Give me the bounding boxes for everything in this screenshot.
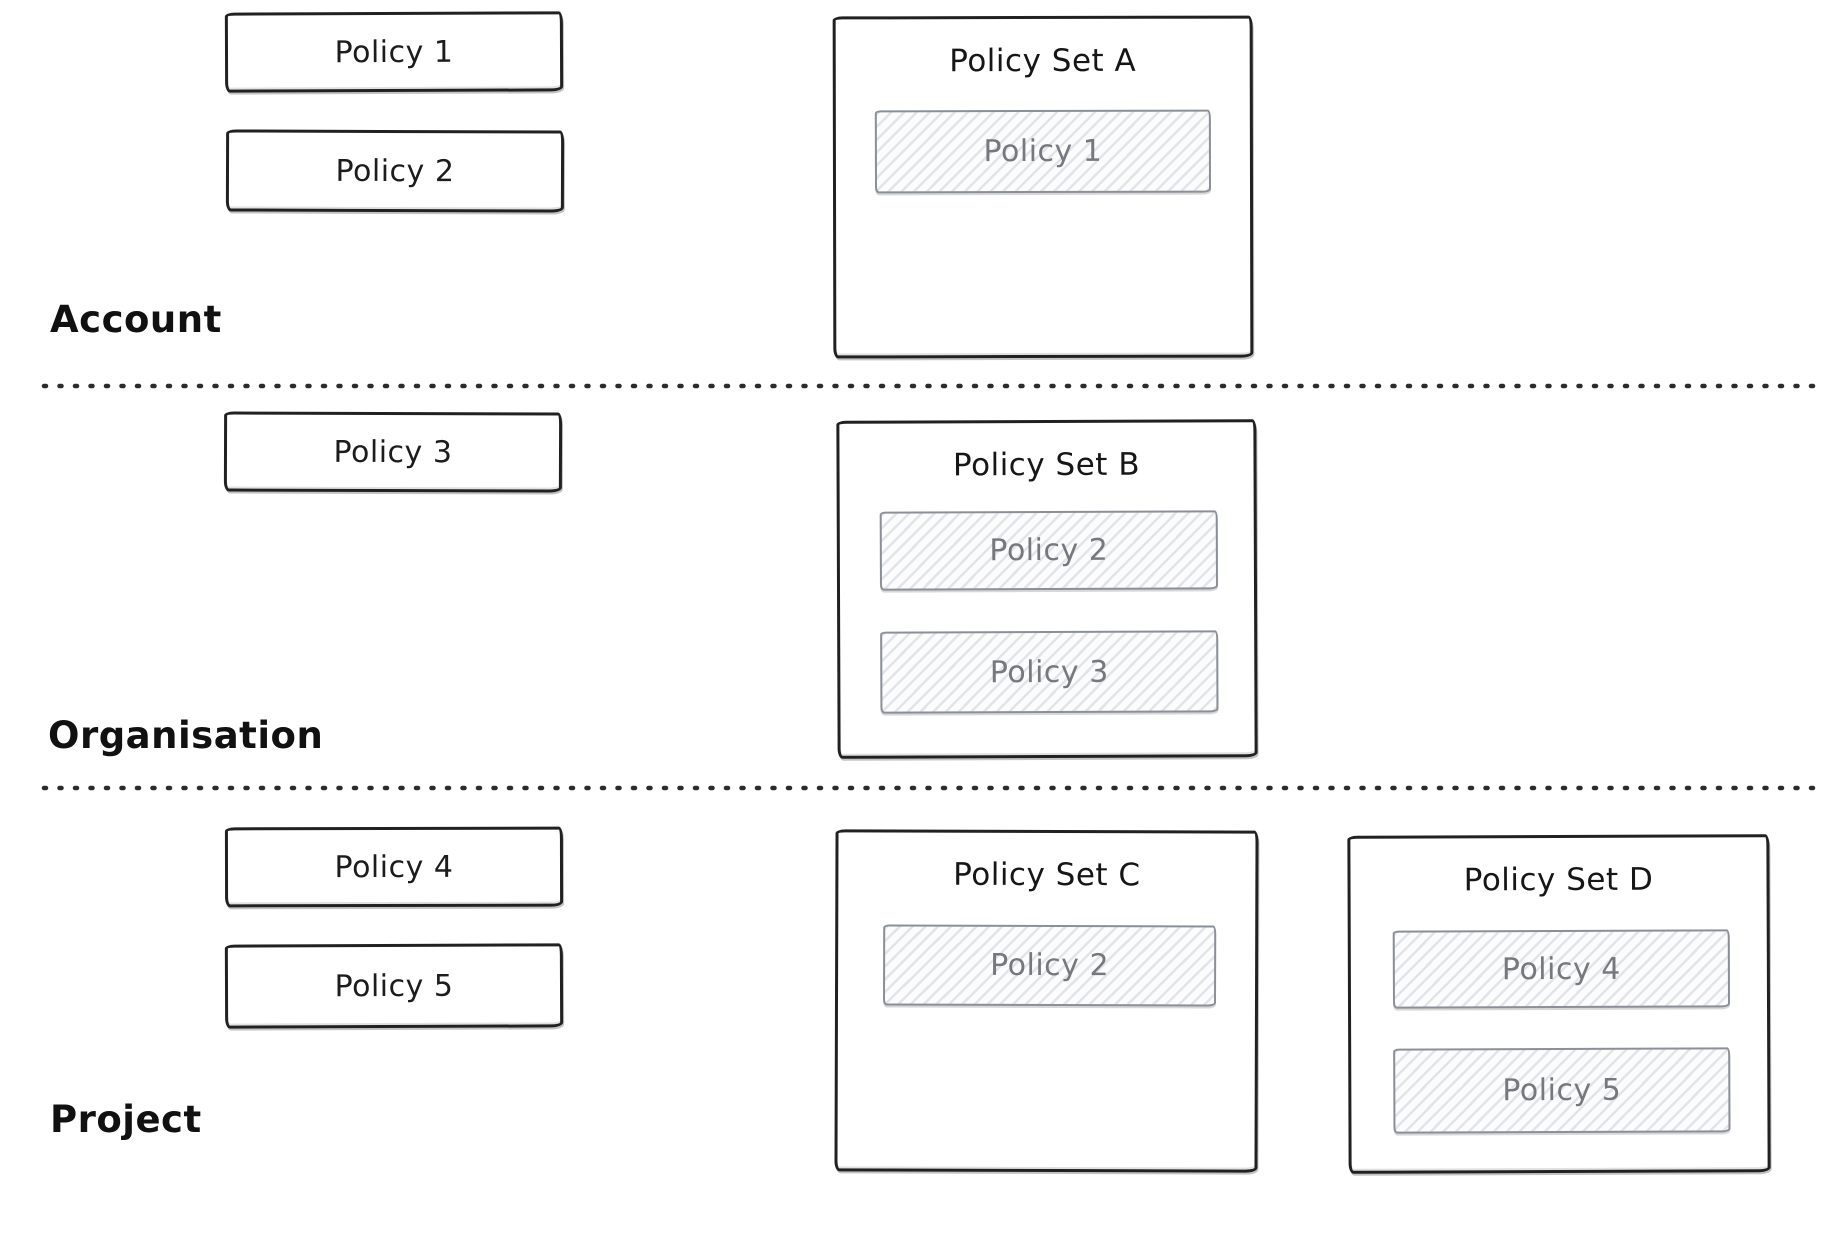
policy-set-member: Policy 2 xyxy=(879,510,1219,591)
policy-set-title: Policy Set A xyxy=(949,42,1137,80)
section-divider xyxy=(41,785,1826,791)
policy-set-title: Policy Set B xyxy=(952,446,1141,484)
policy-set-a: Policy Set A Policy 1 xyxy=(832,15,1254,359)
policy-set-c: Policy Set C Policy 2 xyxy=(834,829,1259,1173)
policy-set-member-label: Policy 1 xyxy=(983,133,1103,170)
policy-set-b: Policy Set B Policy 2 Policy 3 xyxy=(836,419,1258,759)
policy-set-member: Policy 2 xyxy=(882,924,1217,1007)
policy-set-member: Policy 4 xyxy=(1392,929,1731,1009)
policy-box-label: Policy 5 xyxy=(334,968,454,1004)
policy-box-label: Policy 1 xyxy=(334,34,454,70)
policy-2-box: Policy 2 xyxy=(225,129,565,213)
policy-5-box: Policy 5 xyxy=(224,943,564,1029)
section-label-account: Account xyxy=(50,298,222,341)
policy-box-label: Policy 3 xyxy=(333,434,453,470)
policy-4-box: Policy 4 xyxy=(224,826,564,908)
policy-1-box: Policy 1 xyxy=(224,11,564,93)
policy-set-member-label: Policy 2 xyxy=(990,947,1110,984)
policy-3-box: Policy 3 xyxy=(223,411,563,493)
policy-box-label: Policy 2 xyxy=(335,153,455,189)
policy-set-member: Policy 5 xyxy=(1393,1047,1731,1134)
policy-set-d: Policy Set D Policy 4 Policy 5 xyxy=(1347,834,1771,1174)
policy-set-member-label: Policy 3 xyxy=(989,654,1109,690)
section-divider xyxy=(41,383,1826,389)
policy-set-member-label: Policy 4 xyxy=(1501,951,1621,987)
policy-box-label: Policy 4 xyxy=(334,849,454,885)
policy-set-member: Policy 3 xyxy=(880,630,1219,714)
policy-set-title: Policy Set D xyxy=(1463,861,1654,899)
section-label-project: Project xyxy=(50,1098,202,1141)
section-label-organisation: Organisation xyxy=(48,714,324,757)
policy-set-title: Policy Set C xyxy=(953,856,1141,894)
policy-set-member-label: Policy 5 xyxy=(1502,1072,1622,1109)
policy-set-member: Policy 1 xyxy=(874,109,1212,194)
policy-set-member-label: Policy 2 xyxy=(989,532,1109,569)
